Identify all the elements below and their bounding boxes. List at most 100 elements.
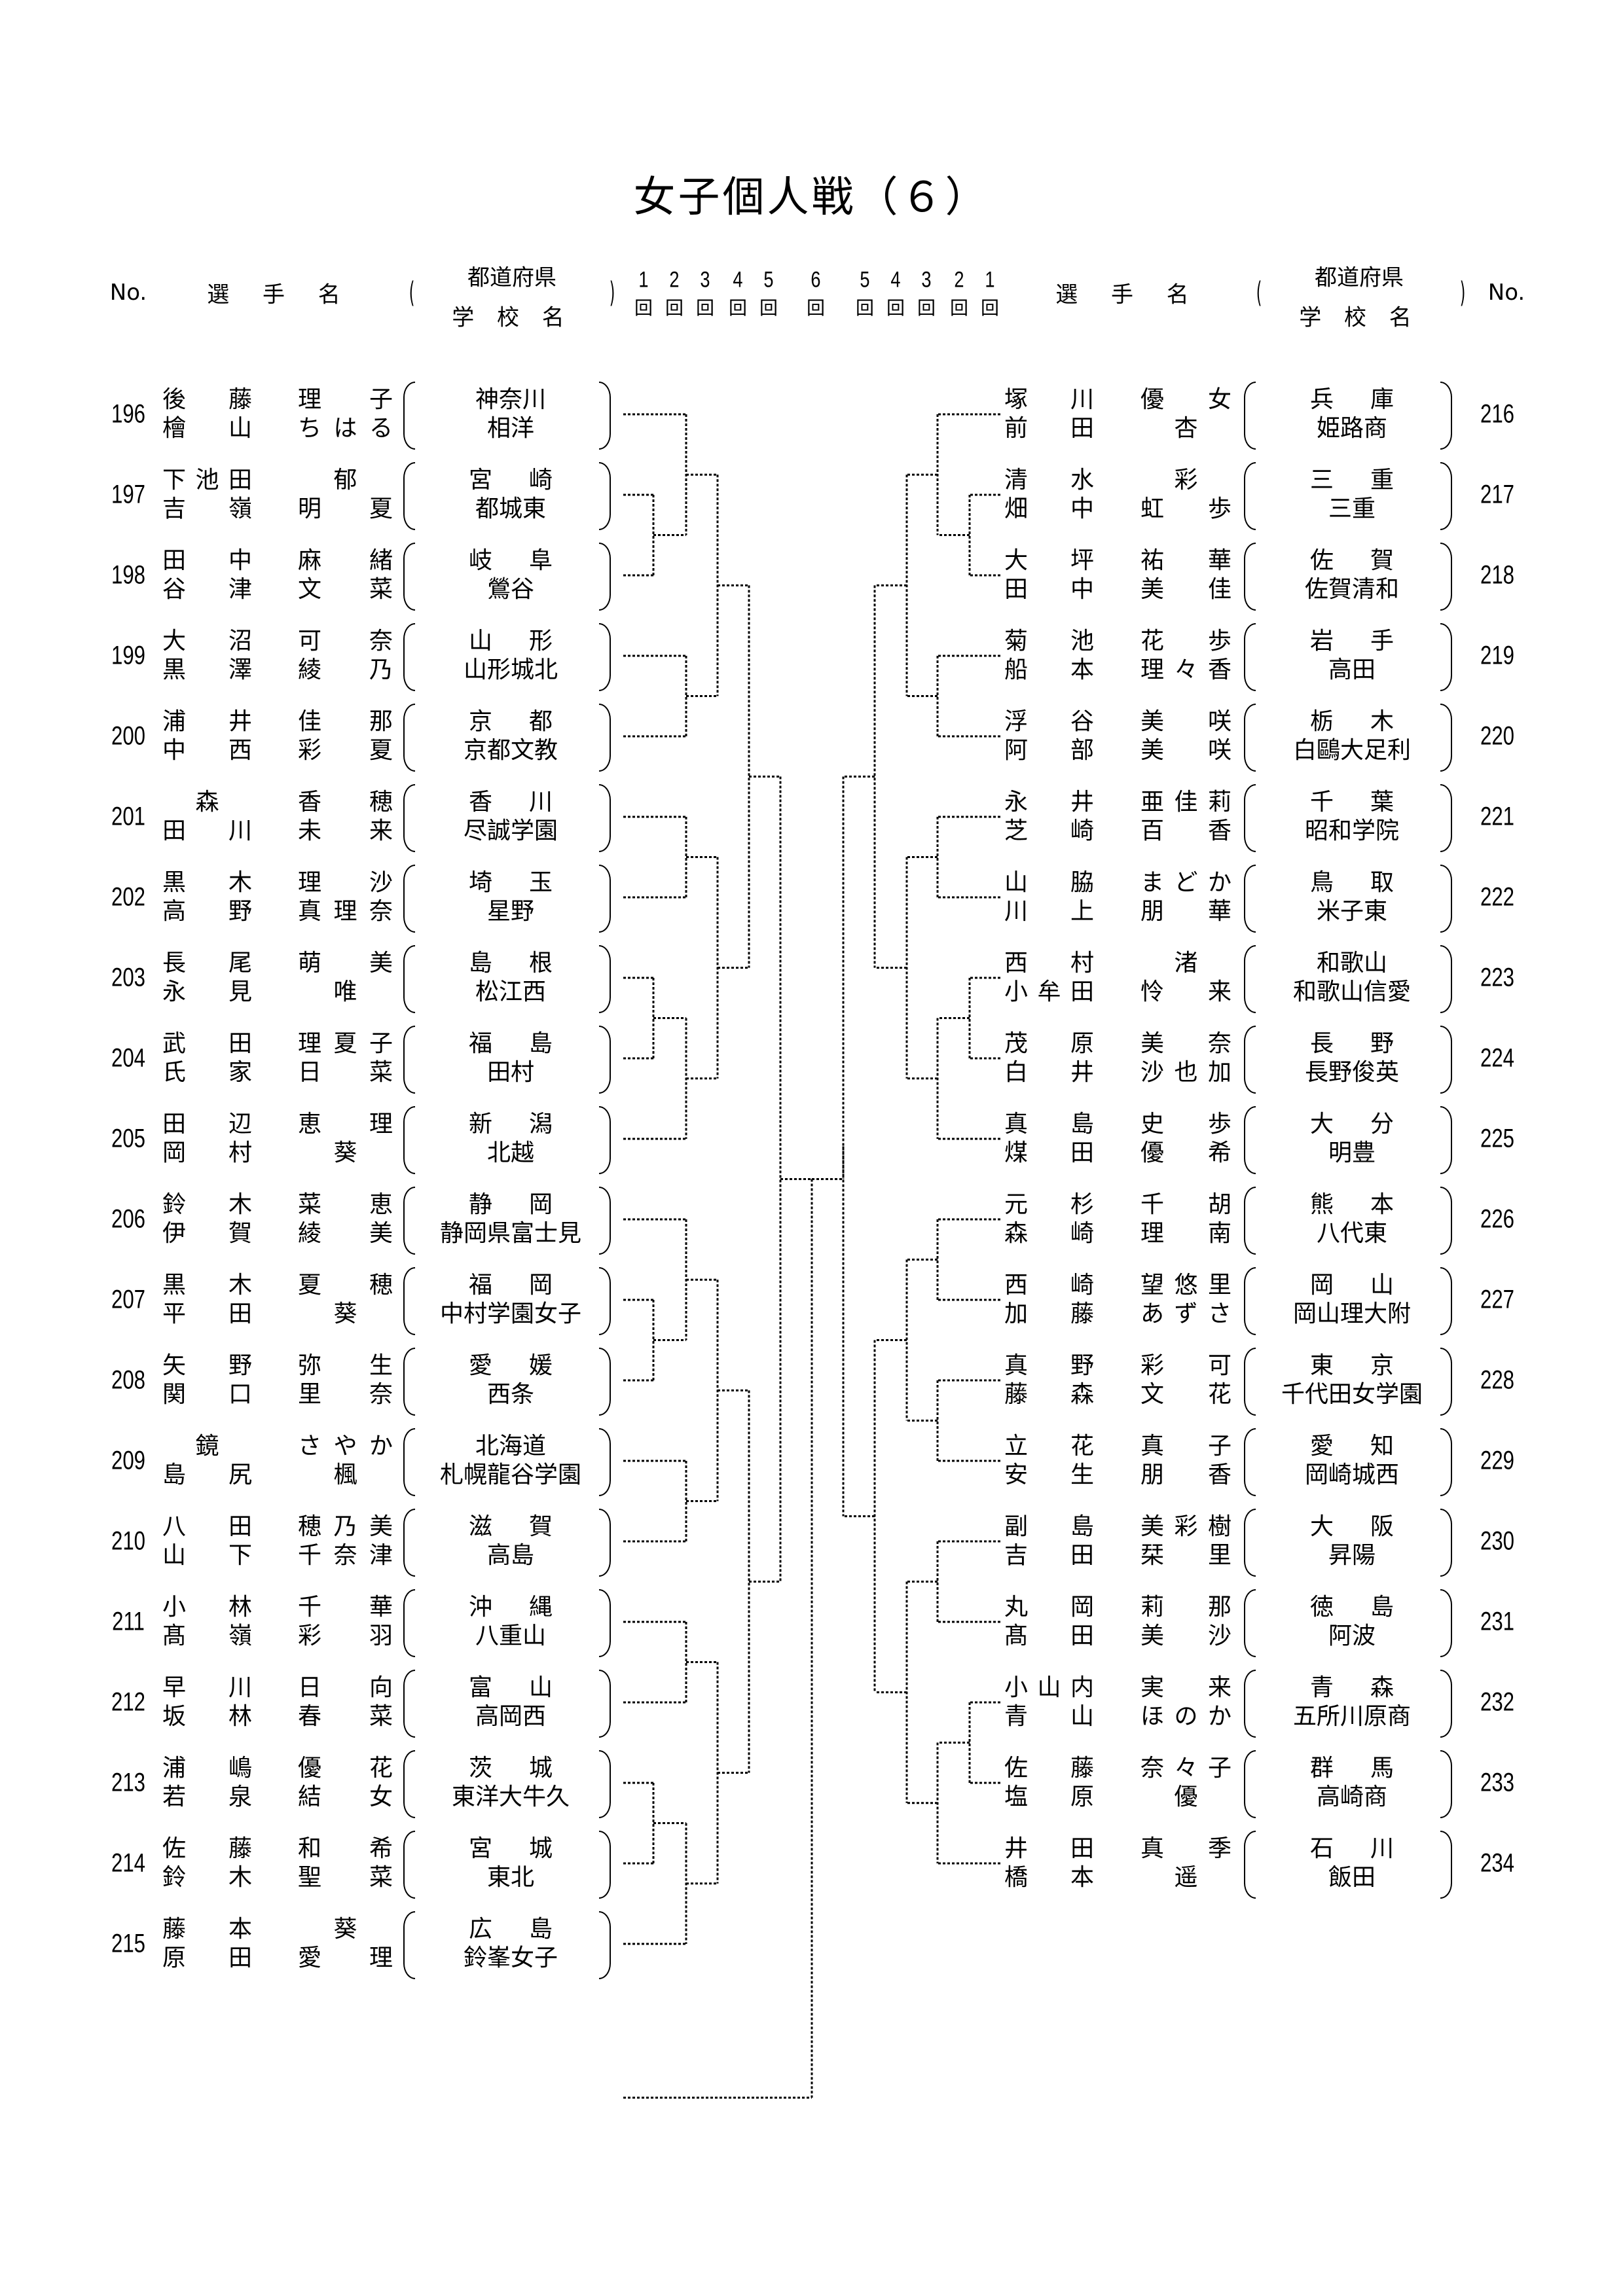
entry-number: 200	[111, 721, 146, 751]
school-name: 阿波	[1328, 1623, 1376, 1649]
prefecture: 栃木	[1310, 708, 1431, 735]
entry-number: 219	[1480, 641, 1515, 670]
entry-number: 206	[111, 1204, 146, 1234]
header-paren-open-left: (	[409, 276, 415, 310]
player-family-name: 下池田	[162, 467, 262, 493]
prefecture: 岩手	[1310, 628, 1431, 655]
player-given-name: 明夏	[298, 495, 441, 522]
round-unit-label: 回	[949, 297, 969, 319]
entry-number: 227	[1480, 1285, 1515, 1314]
player-given-name: ちはる	[298, 415, 405, 442]
school-name: 八重山	[475, 1623, 546, 1649]
player-given-name: 唯	[333, 978, 357, 1005]
player-given-name: 彩	[1174, 467, 1198, 493]
player-family-name: 塩原	[1004, 1784, 1137, 1810]
player-family-name: 鈴木	[162, 1864, 295, 1891]
prefecture: 島根	[469, 950, 590, 977]
player-given-name: 真理奈	[298, 898, 405, 925]
player-given-name: 奈々子	[1140, 1755, 1242, 1782]
player-family-name: 坂林	[162, 1703, 295, 1730]
header-paren-close-left: )	[609, 276, 615, 310]
player-family-name: 元杉	[1004, 1191, 1137, 1218]
player-family-name: 原田	[162, 1945, 295, 1971]
player-family-name: 武田	[162, 1030, 295, 1057]
player-given-name: 葵	[333, 1300, 357, 1327]
round-unit-label: 回	[917, 297, 936, 319]
player-given-name: 未来	[298, 817, 441, 844]
prefecture: 東京	[1310, 1352, 1431, 1379]
entry-number: 211	[112, 1607, 145, 1636]
player-given-name: 美奈	[1140, 1030, 1276, 1057]
school-name: 高田	[1328, 656, 1376, 683]
player-family-name: 阿部	[1004, 737, 1137, 764]
school-name: 相洋	[486, 415, 534, 442]
player-given-name: 理沙	[298, 869, 441, 896]
player-given-name: 史歩	[1140, 1111, 1276, 1138]
round-number: 5	[860, 267, 870, 293]
player-given-name: 遥	[1174, 1864, 1198, 1891]
player-family-name: 船本	[1004, 656, 1137, 683]
round-unit-label: 回	[665, 297, 684, 319]
entry-number: 217	[1480, 480, 1515, 509]
prefecture: 京都	[469, 708, 590, 735]
player-family-name: 鈴木	[162, 1191, 295, 1218]
prefecture: 静岡	[469, 1191, 590, 1218]
school-name: 飯田	[1328, 1864, 1376, 1891]
prefecture: 長野	[1310, 1030, 1431, 1057]
entry-number: 204	[111, 1043, 146, 1073]
player-given-name: 望悠里	[1140, 1272, 1242, 1299]
player-given-name: 彩羽	[298, 1623, 441, 1649]
player-family-name: 橋本	[1004, 1864, 1137, 1891]
entry-number: 197	[111, 480, 146, 509]
player-family-name: 山下	[162, 1542, 295, 1569]
entry-number: 221	[1480, 802, 1515, 831]
player-family-name: 森	[195, 789, 219, 816]
header-no-left: No.	[109, 279, 147, 306]
prefecture: 埼玉	[469, 869, 590, 896]
prefecture: 福島	[469, 1030, 590, 1057]
player-family-name: 矢野	[162, 1352, 295, 1379]
prefecture: 大分	[1310, 1111, 1431, 1138]
entry-number: 220	[1480, 721, 1515, 751]
player-family-name: 白井	[1004, 1059, 1137, 1086]
player-family-name: 長尾	[162, 950, 295, 977]
player-given-name: 香穂	[298, 789, 441, 816]
prefecture: 香川	[469, 789, 590, 816]
player-given-name: 千奈津	[298, 1542, 405, 1569]
player-given-name: 杏	[1174, 415, 1198, 442]
player-given-name: 真季	[1140, 1835, 1276, 1862]
school-name: 田村	[486, 1059, 534, 1086]
player-family-name: 田辺	[162, 1111, 295, 1138]
player-given-name: 楓	[333, 1462, 357, 1488]
player-given-name: ほのか	[1140, 1703, 1242, 1730]
school-name: 山形城北	[463, 656, 558, 683]
player-family-name: 藤本	[162, 1916, 295, 1943]
round-number: 3	[700, 267, 710, 293]
player-family-name: 浮谷	[1004, 708, 1137, 735]
school-name: 鈴峯女子	[463, 1945, 558, 1971]
player-family-name: 関口	[162, 1381, 295, 1408]
player-family-name: 大坪	[1004, 547, 1137, 574]
player-family-name: 髙田	[1004, 1623, 1137, 1649]
entry-number: 210	[111, 1526, 146, 1556]
school-name: 和歌山信愛	[1292, 978, 1411, 1005]
player-given-name: 日菜	[298, 1059, 441, 1086]
round-number: 2	[954, 267, 964, 293]
entry-number: 224	[1480, 1043, 1515, 1073]
player-family-name: 安生	[1004, 1462, 1137, 1488]
round-unit-label: 回	[980, 297, 1000, 319]
player-given-name: 優希	[1140, 1139, 1276, 1166]
school-name: 中村学園女子	[439, 1300, 581, 1327]
school-name: 札幌龍谷学園	[439, 1462, 581, 1488]
player-given-name: 菜恵	[298, 1191, 441, 1218]
round-unit-label: 回	[759, 297, 778, 319]
player-family-name: 早川	[162, 1674, 295, 1701]
header-player-right: 選 手 名	[1055, 281, 1202, 308]
player-family-name: 川上	[1004, 898, 1137, 925]
player-family-name: 吉田	[1004, 1542, 1137, 1569]
player-given-name: 愛理	[298, 1945, 441, 1971]
prefecture: 群馬	[1310, 1755, 1431, 1782]
player-family-name: 茂原	[1004, 1030, 1137, 1057]
player-given-name: 聖菜	[298, 1864, 441, 1891]
